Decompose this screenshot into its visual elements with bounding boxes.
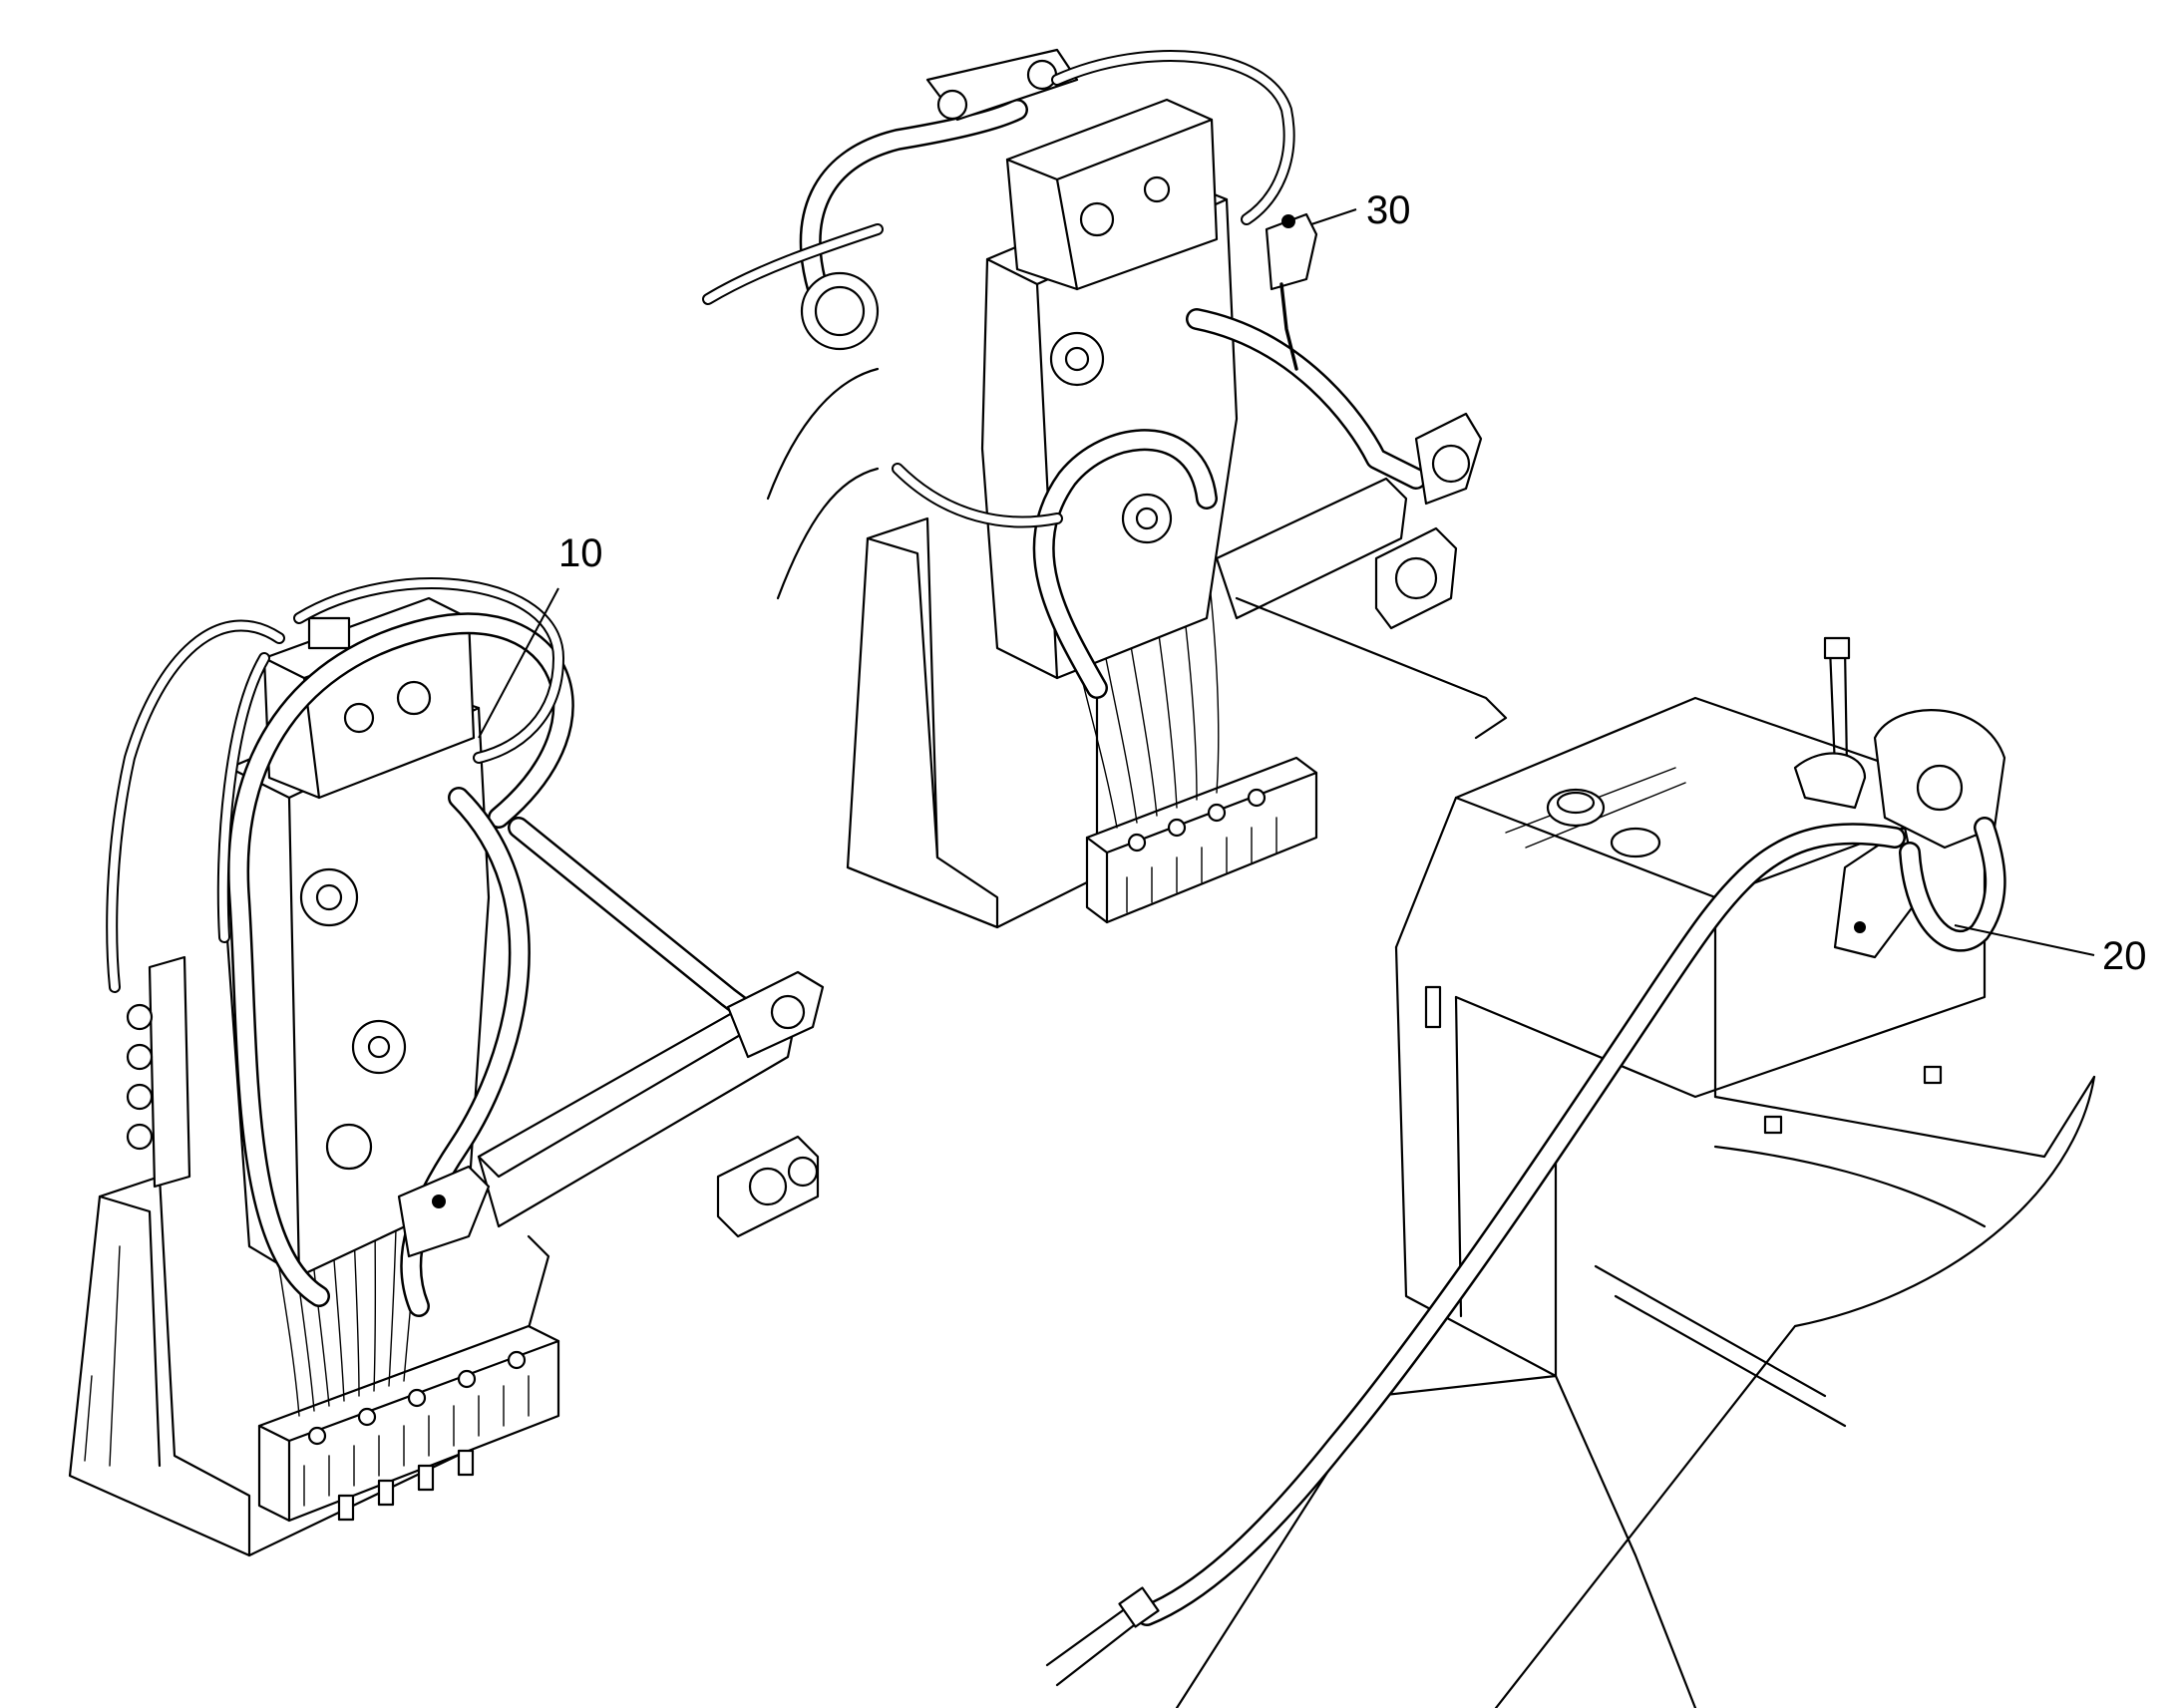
right-tank-assembly <box>1045 636 2096 1708</box>
callout-10: 10 <box>478 531 603 739</box>
center-pump-assembly <box>702 48 1508 929</box>
callout-30: 30 <box>1310 188 1411 232</box>
valve-spool-row <box>303 1350 530 1522</box>
svg-text:30: 30 <box>1366 188 1411 232</box>
left-valve-assembly <box>68 577 825 1557</box>
callout-20: 20 <box>1954 924 2147 978</box>
svg-text:10: 10 <box>558 531 603 575</box>
svg-text:20: 20 <box>2102 934 2147 978</box>
